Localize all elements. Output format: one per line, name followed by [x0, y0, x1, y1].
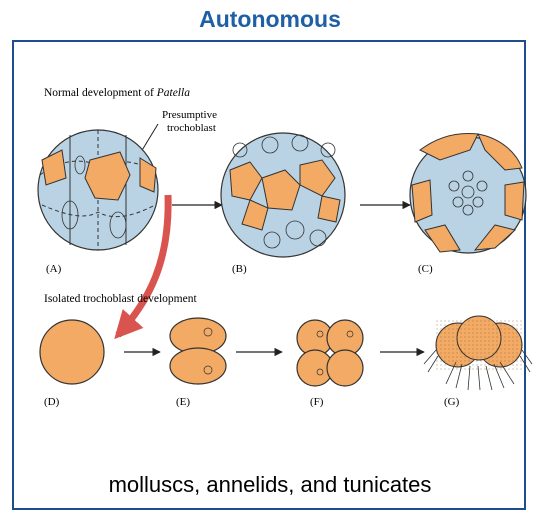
panel-label-c: (C) [418, 263, 433, 275]
panel-label-a: (A) [46, 263, 62, 275]
embryo-f [297, 320, 363, 386]
embryo-d [40, 320, 104, 384]
panel-label-b: (B) [232, 263, 247, 275]
panel-label-f: (F) [310, 396, 324, 408]
panel-label-g: (G) [444, 396, 460, 408]
embryo-c [410, 133, 526, 253]
embryo-e [170, 318, 226, 384]
embryo-b [221, 133, 345, 257]
callout-line2: trochoblast [167, 122, 216, 134]
row1-title: Normal development of Patella [44, 87, 190, 99]
row2-title: Isolated trochoblast development [44, 293, 197, 305]
callout-line1: Presumptive [162, 109, 217, 121]
embryo-a [38, 130, 158, 250]
caption: molluscs, annelids, and tunicates [0, 472, 540, 498]
panel-label-d: (D) [44, 396, 60, 408]
embryo-g [424, 316, 532, 390]
panel-label-e: (E) [176, 396, 190, 408]
